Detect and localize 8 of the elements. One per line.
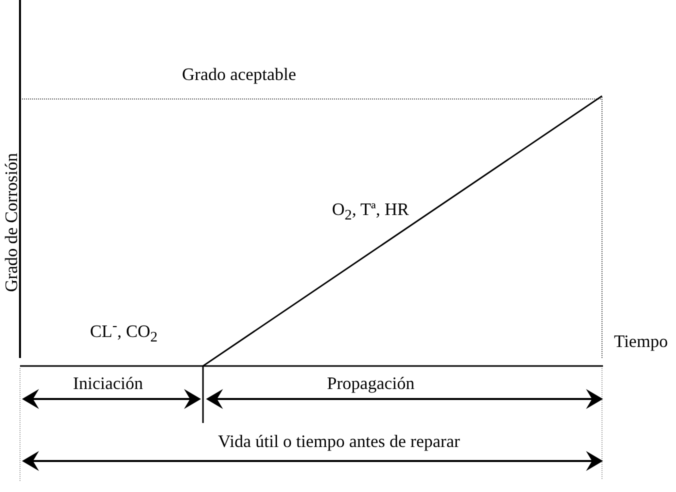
axis-title: Grado de Corrosión	[1, 153, 22, 292]
axis-title: Tiempo	[614, 331, 668, 352]
span-label: Vida útil o tiempo antes de reparar	[218, 431, 460, 452]
factor-label: CL$^{-}$, CO$_{2}$	[90, 317, 158, 348]
phase-label: Iniciación	[73, 373, 143, 394]
factor-label: O$_{2}$, Tª, HR	[332, 199, 409, 226]
phase-label: Propagación	[327, 373, 414, 394]
threshold-label: Grado aceptable	[182, 64, 296, 85]
